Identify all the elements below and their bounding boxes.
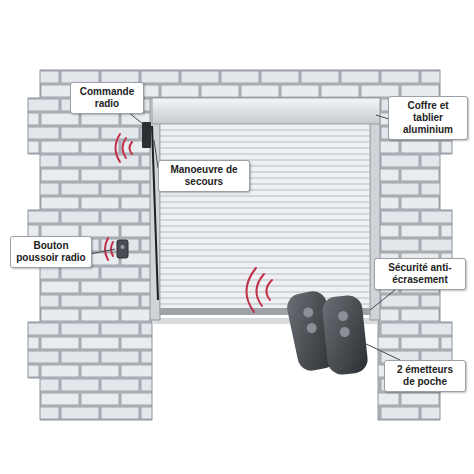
emergency-cable (152, 126, 158, 300)
callout-box: Sécurité anti-écrasement (374, 258, 466, 290)
callout-label: Coffre et tablier aluminium (394, 100, 462, 136)
callout-label: Manoeuvre de secours (164, 164, 244, 188)
callout-label: Bouton poussoir radio (16, 240, 86, 264)
callout-box: Coffre et tablier aluminium (388, 96, 468, 140)
push-button-key (121, 245, 125, 249)
callout-box: Commande radio (70, 82, 144, 114)
push-button (117, 240, 128, 258)
pocket-remotes (285, 289, 369, 376)
callout-label: 2 émetteurs de poche (390, 364, 460, 388)
leader-lines (90, 112, 400, 360)
callout-label: Sécurité anti-écrasement (380, 262, 460, 286)
radio-waves (105, 134, 272, 312)
door-slats (160, 130, 370, 304)
callout-box: Manoeuvre de secours (158, 160, 250, 192)
door-curtain (160, 124, 370, 314)
callout-box: 2 émetteurs de poche (384, 360, 466, 392)
callout-label: Commande radio (76, 86, 138, 110)
coffre-box (152, 98, 380, 124)
radio-control-unit (142, 122, 151, 148)
left-rail (150, 98, 160, 320)
callout-box: Bouton poussoir radio (10, 236, 92, 268)
